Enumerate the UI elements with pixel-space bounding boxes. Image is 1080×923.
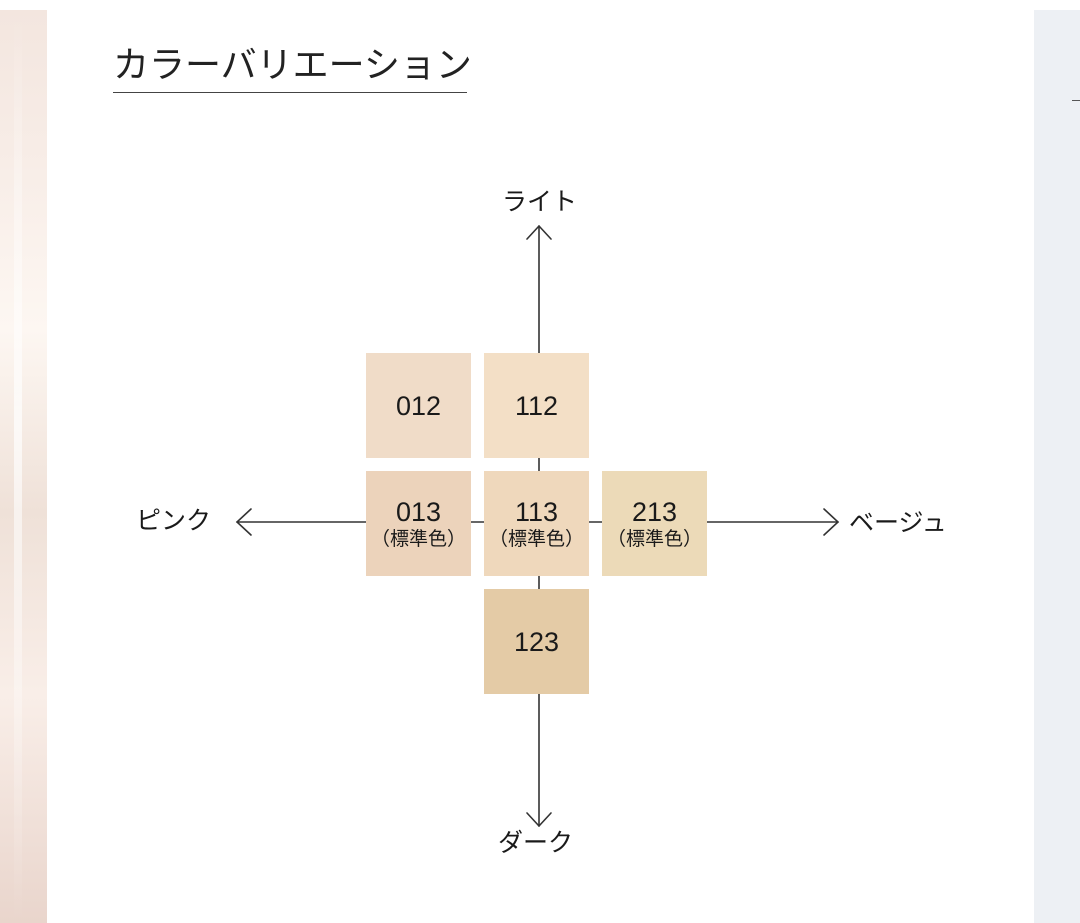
- swatch-standard-note: （標準色）: [370, 527, 466, 550]
- swatch-code: 013: [395, 496, 442, 527]
- arrow-right-icon: [823, 508, 840, 536]
- swatch-213[interactable]: 213 （標準色）: [602, 471, 707, 576]
- swatch-123[interactable]: 123: [484, 589, 589, 694]
- swatch-standard-note: （標準色）: [606, 527, 702, 550]
- swatch-code: 123: [513, 626, 560, 657]
- swatch-code: 213: [631, 496, 678, 527]
- next-panel-title-fragment: [1072, 66, 1080, 101]
- axis-label-dark: ダーク: [498, 828, 574, 857]
- arrow-down-icon: [526, 812, 552, 828]
- arrow-up-icon: [526, 224, 552, 240]
- axis-label-light: ライト: [502, 187, 578, 216]
- swatch-code: 012: [395, 390, 442, 421]
- arrow-left-icon: [235, 508, 252, 536]
- title-underline: [113, 92, 467, 93]
- left-decorative-panel: [0, 10, 47, 923]
- section-title: カラーバリエーション: [113, 45, 472, 86]
- swatch-113[interactable]: 113 （標準色）: [484, 471, 589, 576]
- swatch-code: 112: [514, 390, 559, 421]
- axis-label-beige: ベージュ: [849, 508, 947, 537]
- swatch-013[interactable]: 013 （標準色）: [366, 471, 471, 576]
- swatch-112[interactable]: 112: [484, 353, 589, 458]
- swatch-012[interactable]: 012: [366, 353, 471, 458]
- swatch-standard-note: （標準色）: [488, 527, 584, 550]
- next-panel-peek: [1034, 10, 1080, 923]
- swatch-code: 113: [514, 496, 559, 527]
- axis-label-pink: ピンク: [136, 506, 212, 535]
